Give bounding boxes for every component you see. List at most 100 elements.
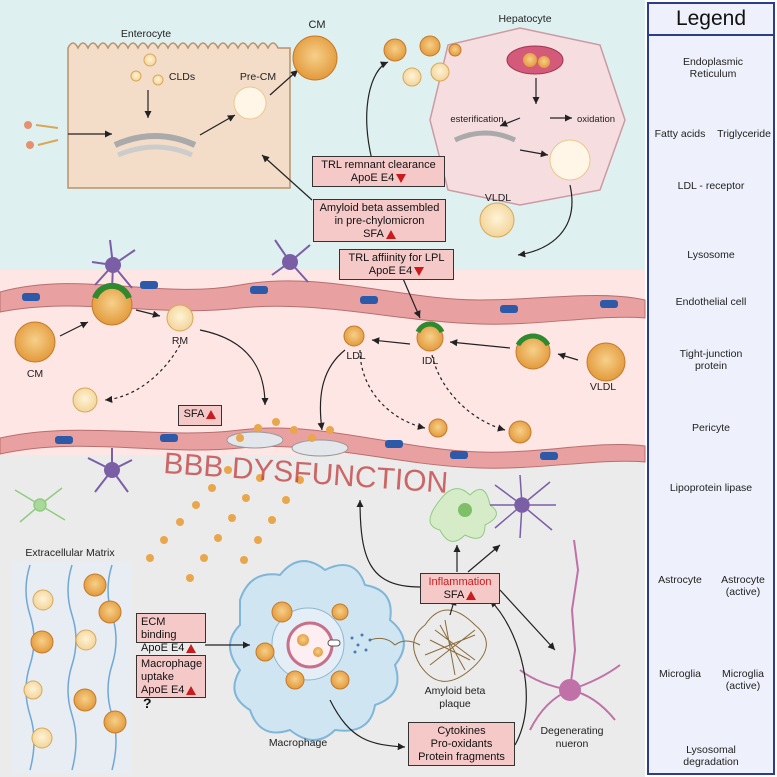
- vldl-top-particle: [479, 202, 515, 238]
- increase-arrow-icon: [186, 643, 197, 653]
- inflammation-box: Inflammation SFA: [420, 573, 500, 604]
- amyloid-assembled-box: Amyloid beta assembled in pre-chylomicro…: [313, 199, 446, 242]
- arrow-amyloid-to-enterocyte: [261, 154, 313, 201]
- increase-arrow-icon: [385, 229, 396, 239]
- trl-remnant-line1: TRL remnant clearance: [321, 159, 436, 171]
- vessel-lipoproteins: [14, 282, 626, 444]
- trl-remnant-box: TRL remnant clearance ApoE E4: [312, 156, 445, 187]
- amyloid-assembled-line3: SFA: [363, 228, 384, 240]
- amyloid-assembled-line2: in pre-chylomicron: [334, 215, 425, 227]
- arrow-clearance-to-liver: [366, 61, 389, 161]
- arrow-precm-to-cm: [269, 69, 299, 96]
- vldl-top-label: VLDL: [485, 192, 511, 204]
- arrow-liver-to-vldl: [517, 184, 573, 258]
- esterification-label: esterification: [450, 114, 503, 125]
- legend-triglyceride-label: Triglyceride: [717, 128, 771, 140]
- macrophage-cell: [229, 560, 405, 741]
- pre-cm-label: Pre-CM: [240, 71, 276, 83]
- particle-stream: [146, 418, 334, 582]
- question-mark-icon: ?: [143, 695, 152, 711]
- ecm-binding-box: ECM binding ApoE E4?: [136, 613, 206, 668]
- inflammation-line2-row: SFA: [425, 589, 495, 602]
- hepatocyte-cell: [429, 27, 626, 206]
- trl-remnant-line2: ApoE E4: [350, 172, 395, 184]
- ecm-binding-line2: ApoE E4: [141, 642, 185, 654]
- legend-divider: [649, 34, 773, 36]
- astrocyte-top-mid: [271, 239, 311, 283]
- rm-label: RM: [172, 335, 188, 347]
- legend-microglia-label: Microglia: [658, 668, 701, 680]
- degenerating-neuron-line1: Degenerating: [540, 725, 603, 737]
- cytokines-line3: Protein fragments: [418, 751, 505, 763]
- legend-pericyte-label: Pericyte: [692, 422, 730, 434]
- amyloid-assembled-line3-row: SFA: [318, 228, 441, 241]
- legend-endothelial-label: Endothelial cell: [675, 296, 747, 308]
- enterocyte-cell: [24, 42, 291, 189]
- hepatocyte-label: Hepatocyte: [498, 13, 551, 25]
- decrease-arrow-icon: [414, 266, 425, 276]
- legend-microglia-active-label: Microglia (active): [721, 668, 764, 692]
- macrophage-uptake-box: Macrophage uptake ApoE E4?: [136, 655, 206, 710]
- inflammation-line1: Inflammation: [428, 576, 492, 588]
- increase-arrow-icon: [206, 409, 217, 419]
- amyloid-plaque: [369, 609, 487, 682]
- ecm-label: Extracellular Matrix: [25, 547, 115, 559]
- cytokines-box: Cytokines Pro-oxidants Protein fragments: [408, 722, 515, 766]
- macrophage-uptake-line3: ApoE E4: [141, 684, 185, 696]
- legend-er-label: Endoplasmic Reticulum: [682, 56, 744, 80]
- microglia-active: [429, 488, 497, 542]
- chylomicron-top: [292, 35, 338, 81]
- cm-top-label: CM: [308, 19, 325, 31]
- astrocyte-active: [490, 474, 556, 539]
- remnant-particles-top: [383, 35, 462, 87]
- increase-arrow-icon: [466, 590, 477, 600]
- vessel-arrows: [59, 259, 579, 432]
- upper-endothelium: [0, 280, 646, 325]
- legend-tight-junction-label: Tight-junction protein: [679, 348, 743, 372]
- legend-title: Legend: [675, 7, 747, 30]
- vldl-mid-label: VLDL: [590, 381, 616, 393]
- trl-remnant-line2-row: ApoE E4: [317, 172, 440, 185]
- trl-affinity-box: TRL affiinity for LPL ApoE E4: [339, 249, 454, 280]
- ldl-label: LDL: [346, 350, 365, 362]
- cm-mid-label: CM: [27, 368, 43, 380]
- cytokines-line1: Cytokines: [437, 725, 486, 737]
- legend-lipoprotein-lipase-label: Lipoprotein lipase: [669, 482, 753, 494]
- sfa-box: SFA: [178, 405, 222, 426]
- oxidation-label: oxidation: [577, 114, 615, 125]
- increase-arrow-icon: [186, 685, 197, 695]
- amyloid-plaque-line2: plaque: [439, 698, 471, 710]
- legend-lysosome-label: Lysosome: [687, 249, 735, 261]
- legend-fatty-acids-label: Fatty acids: [654, 128, 706, 140]
- cytokines-line2: Pro-oxidants: [430, 738, 493, 750]
- amyloid-assembled-line1: Amyloid beta assembled: [319, 202, 440, 214]
- ecm-binding-line1: ECM binding: [141, 616, 177, 641]
- legend-panel: Legend Endoplasmic Reticulum Fatty acids…: [647, 2, 775, 775]
- macrophage-uptake-line2: uptake: [141, 671, 175, 683]
- clds-label: CLDs: [169, 71, 195, 83]
- inflammation-line2: SFA: [443, 589, 465, 601]
- macrophage-uptake-line3-row: ApoE E4?: [141, 684, 201, 712]
- macrophage-uptake-line1: Macrophage: [141, 658, 203, 670]
- microglia-left: [14, 487, 66, 523]
- legend-lysosomal-degradation-label: Lysosomal degradation: [683, 744, 739, 768]
- degenerating-neuron-line2: nueron: [556, 738, 589, 750]
- degradation-fragments: [350, 633, 372, 654]
- sfa-label: SFA: [183, 408, 205, 420]
- trl-affinity-line1: TRL affiinity for LPL: [348, 252, 445, 264]
- legend-astrocyte-active-label: Astrocyte (active): [721, 574, 765, 598]
- enterocyte-label: Enterocyte: [121, 28, 171, 40]
- degenerating-neuron: [519, 539, 621, 731]
- amyloid-plaque-line1: Amyloid beta: [425, 685, 486, 697]
- legend-astrocyte-label: Astrocyte: [658, 574, 702, 586]
- legend-ldl-receptor-label: LDL - receptor: [677, 180, 745, 192]
- macrophage-label: Macrophage: [269, 737, 328, 749]
- extracellular-matrix: [12, 562, 132, 774]
- trl-affinity-line2-row: ApoE E4: [344, 265, 449, 278]
- idl-label: IDL: [422, 355, 439, 367]
- lower-endothelium: [0, 427, 646, 469]
- trl-affinity-line2: ApoE E4: [368, 265, 413, 277]
- decrease-arrow-icon: [396, 173, 407, 183]
